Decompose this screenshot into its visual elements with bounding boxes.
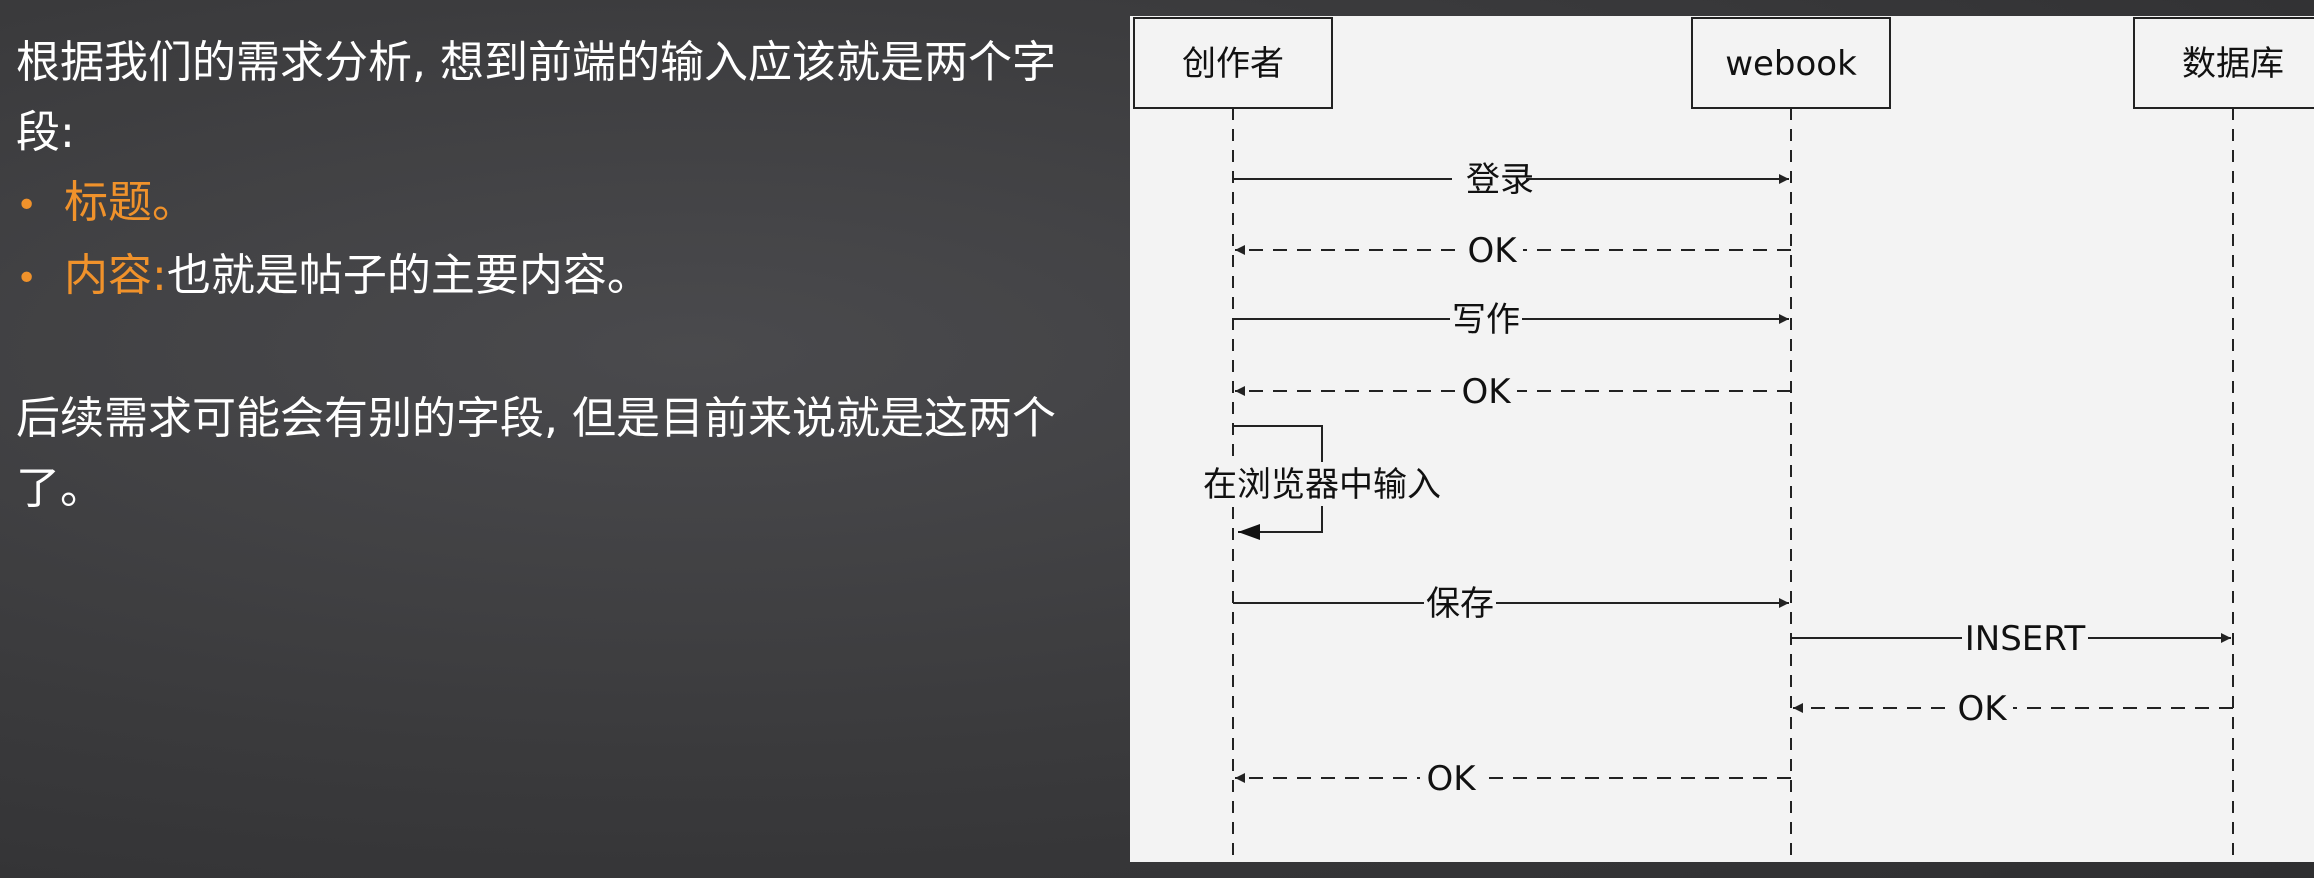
- participant-webook: webook: [1691, 17, 1891, 109]
- message-label: INSERT: [1965, 619, 2086, 659]
- outro-paragraph: 后续需求可能会有别的字段, 但是目前来说就是这两个了。: [16, 393, 1056, 514]
- message-ok-2: OK: [1235, 370, 1791, 412]
- message-write: 写作: [1233, 298, 1789, 340]
- message-label: OK: [1467, 231, 1518, 271]
- participant-label: webook: [1725, 44, 1857, 84]
- participant-label: 数据库: [2182, 44, 2284, 84]
- bullet-item-content: • 内容: 也就是帖子的主要内容。: [16, 241, 1066, 314]
- message-label: OK: [1957, 689, 2008, 729]
- bullet-dot-icon: •: [16, 185, 38, 226]
- participant-label: 创作者: [1182, 44, 1284, 84]
- sequence-diagram: 创作者 webook 数据库 登录 OK 写作: [1130, 16, 2314, 862]
- message-label: OK: [1426, 759, 1477, 799]
- message-ok-4: OK: [1235, 757, 1791, 799]
- message-label: OK: [1461, 372, 1512, 412]
- bullet-description: 也就是帖子的主要内容。: [166, 250, 651, 301]
- message-ok-1: OK: [1235, 229, 1791, 271]
- message-self-input: 在浏览器中输入: [1198, 425, 1446, 540]
- bullet-dot-icon: •: [16, 258, 38, 299]
- bullet-label: 内容:: [64, 250, 167, 301]
- message-insert: INSERT: [1791, 617, 2231, 659]
- message-ok-3: OK: [1793, 687, 2233, 729]
- message-label: 登录: [1466, 160, 1534, 200]
- participant-database: 数据库: [2133, 17, 2314, 109]
- bullet-label: 标题。: [64, 177, 196, 228]
- intro-paragraph: 根据我们的需求分析, 想到前端的输入应该就是两个字段:: [16, 37, 1056, 158]
- message-login: 登录: [1233, 158, 1789, 200]
- participant-creator: 创作者: [1133, 17, 1333, 109]
- message-label: 写作: [1452, 300, 1520, 340]
- message-label: 在浏览器中输入: [1203, 465, 1441, 505]
- message-label: 保存: [1426, 584, 1494, 624]
- slide-text: 根据我们的需求分析, 想到前端的输入应该就是两个字段: • 标题。 • 内容: …: [16, 28, 1066, 524]
- sequence-diagram-svg: 创作者 webook 数据库 登录 OK 写作: [1133, 17, 2314, 862]
- bullet-item-title: • 标题。: [16, 168, 1066, 241]
- message-save: 保存: [1233, 582, 1789, 624]
